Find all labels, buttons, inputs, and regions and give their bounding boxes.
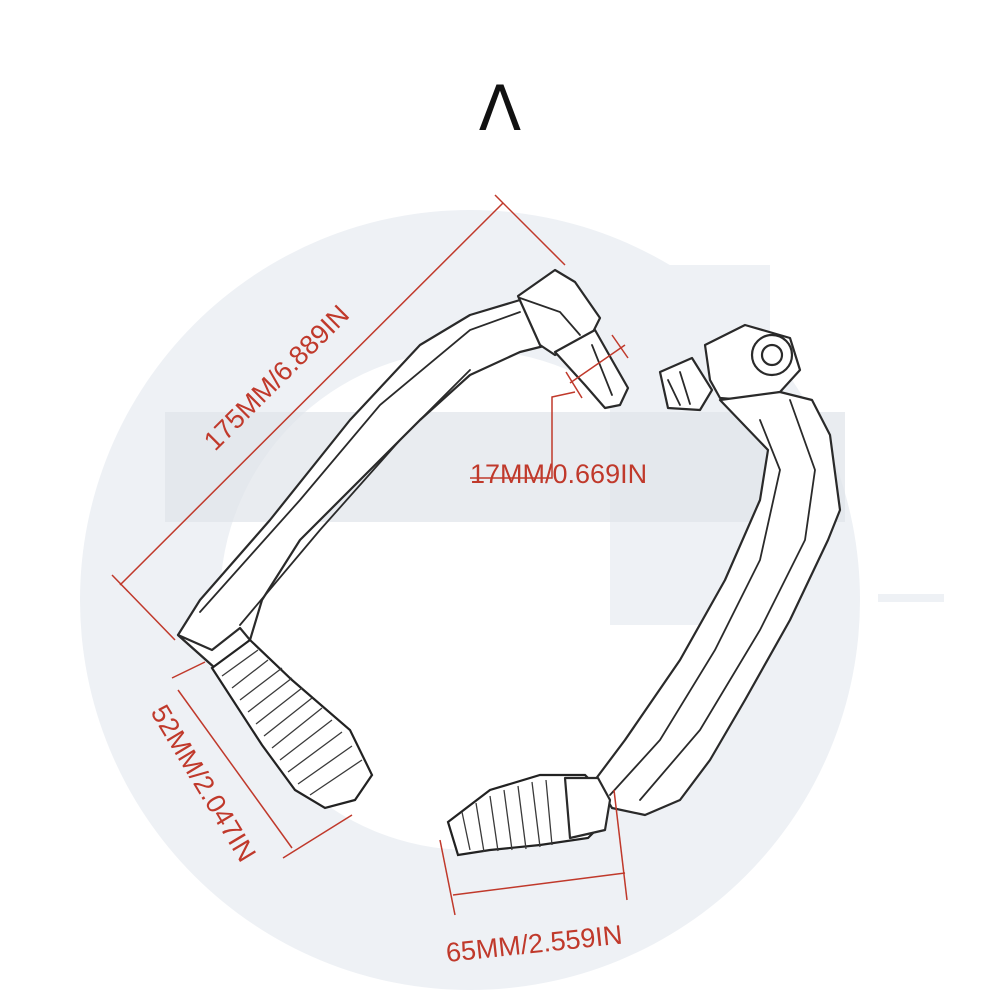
right-lever-bevel: [609, 419, 781, 796]
top-mark: Λ: [479, 72, 521, 145]
left-adapter-line: [591, 344, 613, 396]
left-grip: [210, 638, 374, 810]
watermark-letters: [165, 412, 845, 522]
right-lever: [446, 323, 842, 857]
watermark-stub: [878, 594, 944, 602]
left-collar: [176, 626, 252, 670]
dim-hole-tick-b: [611, 334, 629, 359]
right-collar: [563, 776, 612, 840]
left-grip-body: [210, 638, 374, 810]
left-lever-arm: [176, 298, 550, 670]
dim-grip-right-tick-b: [613, 789, 628, 901]
dim-hole-line: [569, 344, 626, 384]
dim-hole-tick-a: [565, 371, 583, 399]
left-pivot-edge: [519, 297, 581, 336]
dim-grip-right-tick-a: [439, 839, 456, 916]
right-grip: [446, 773, 612, 857]
dim-length-tick-right: [494, 194, 566, 266]
dim-length-tick-left: [111, 574, 176, 641]
left-lever: [176, 268, 630, 810]
dim-grip-left-tick-a: [171, 661, 206, 679]
left-lever-bevel: [239, 369, 471, 626]
dimension-lines: [111, 194, 629, 916]
left-grip-ribs: [221, 649, 363, 796]
dim-hole-leader: [470, 391, 576, 479]
dim-grip-right-line: [452, 872, 626, 896]
dim-grip-left-line: [177, 689, 293, 849]
right-lever-edge: [639, 399, 816, 801]
right-lever-arm: [593, 390, 842, 817]
dim-hole-label: 17MM/0.669IN: [470, 459, 647, 489]
left-lever-edge: [199, 311, 521, 613]
right-stub: [658, 356, 714, 412]
right-grip-ribs: [461, 779, 553, 853]
right-pivot-hole: [760, 343, 784, 367]
dim-length-line: [119, 202, 504, 586]
dim-grip-left-tick-b: [282, 814, 353, 859]
right-stub-lines: [667, 371, 691, 406]
